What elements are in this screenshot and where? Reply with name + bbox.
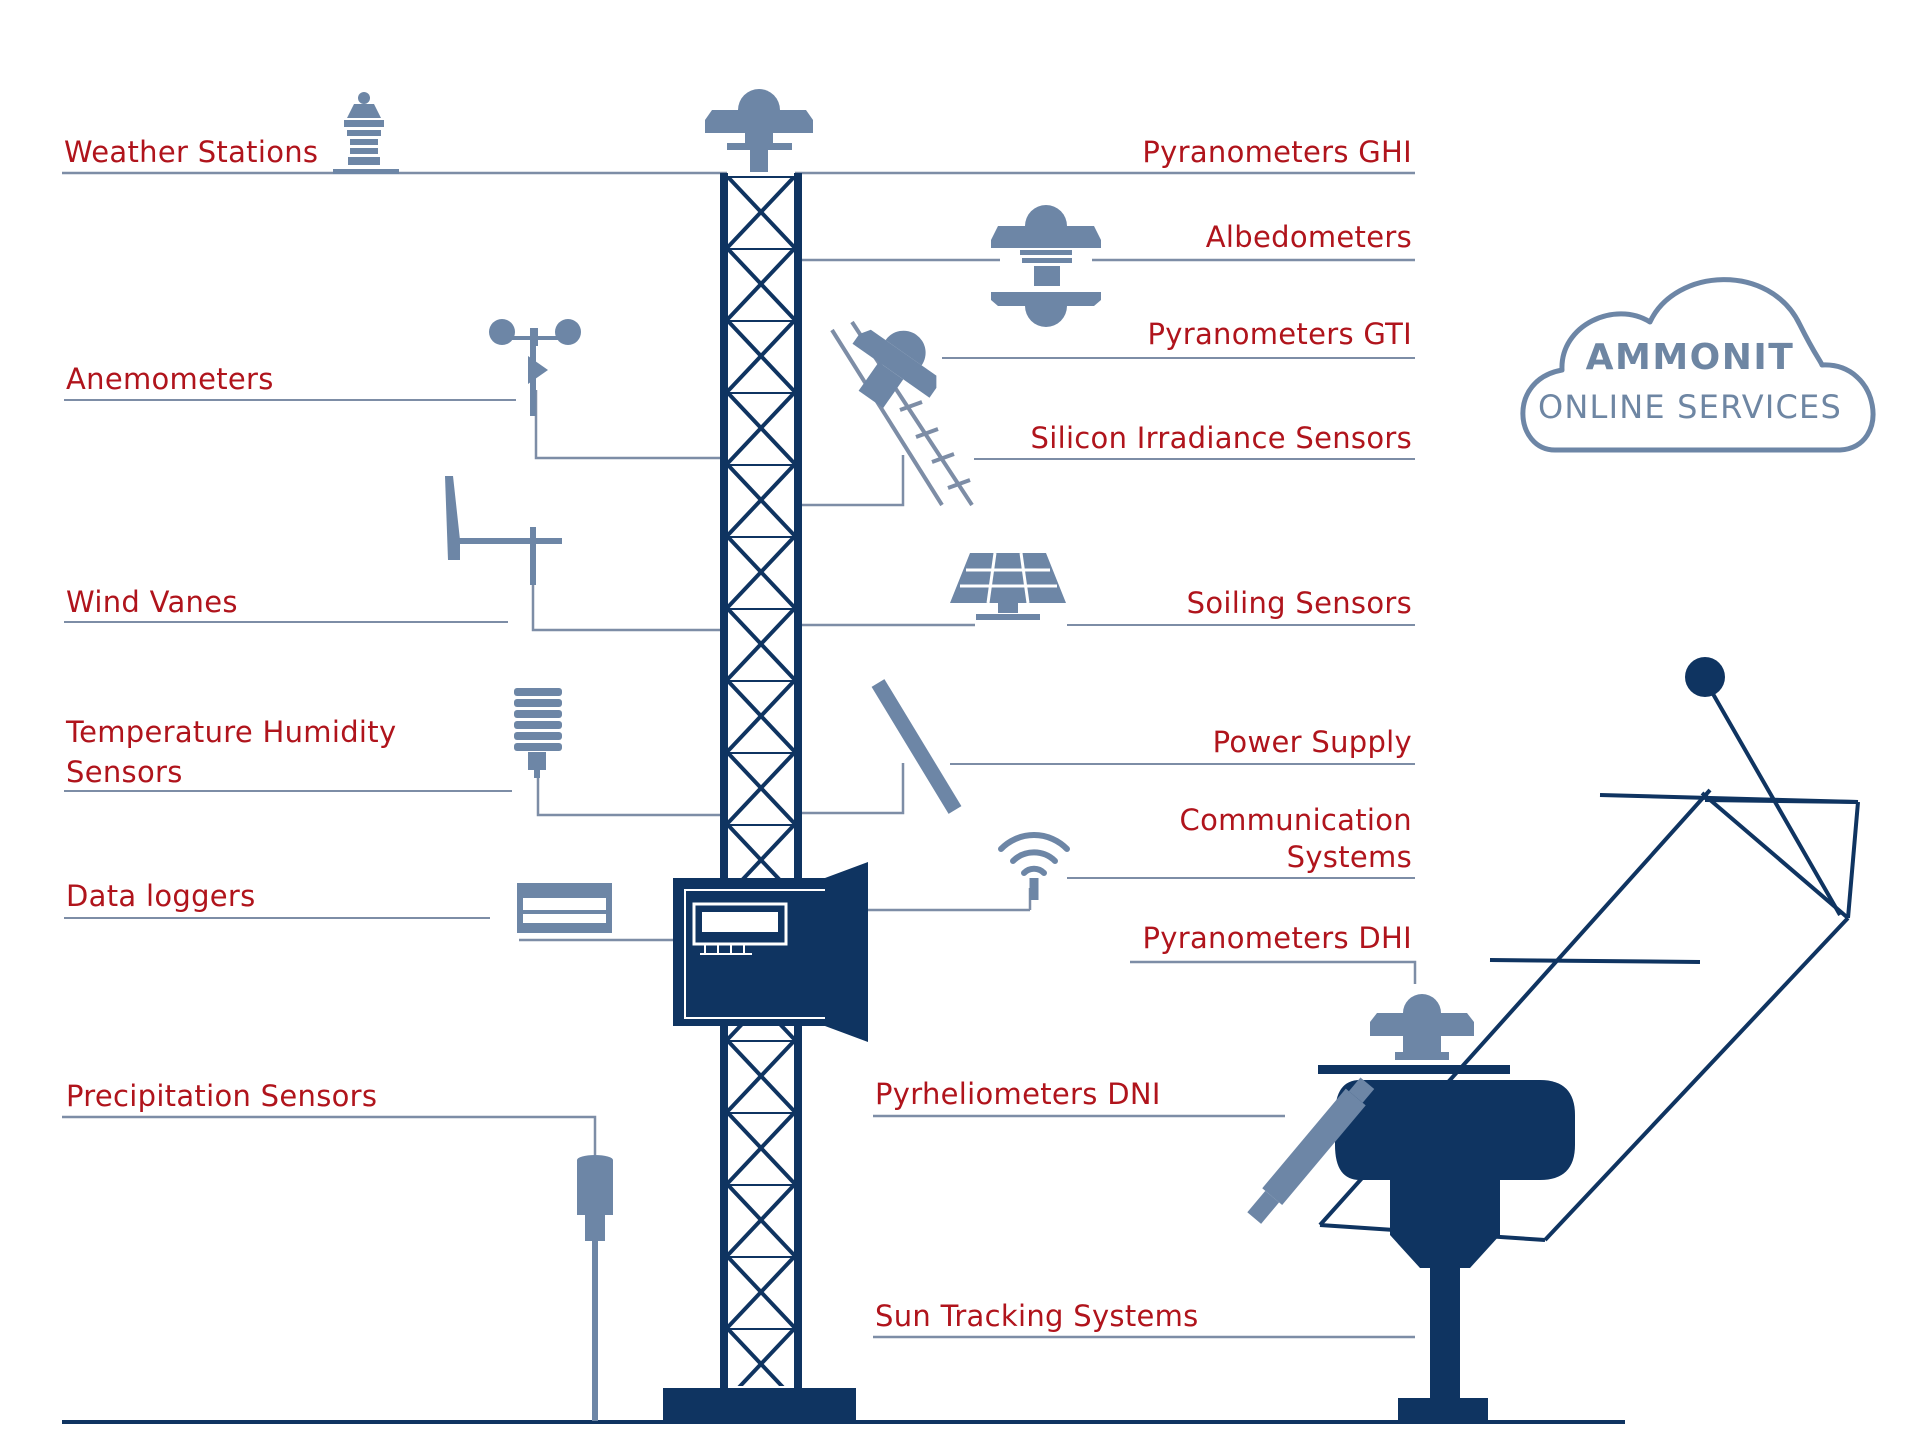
label-weather-stations: Weather Stations (64, 135, 319, 169)
label-power-supply: Power Supply (1212, 725, 1412, 759)
underline-data-loggers (64, 917, 490, 919)
underline-communication (1067, 877, 1415, 879)
sun-tracker-icon (1247, 657, 1860, 1420)
label-soiling-sensors: Soiling Sensors (1186, 586, 1412, 620)
label-communication-line2: Systems (1286, 840, 1412, 874)
data-logger-device-icon (517, 883, 612, 933)
power-panel-icon (871, 679, 962, 814)
underline-anemometers (64, 399, 516, 401)
label-pyranometers-dhi: Pyranometers DHI (1142, 921, 1412, 955)
rain-gauge-icon (577, 1155, 613, 1421)
label-temperature-humidity-line1: Temperature Humidity (66, 715, 397, 749)
tilted-pyranometer-icon (830, 320, 974, 507)
cloud-icon (1520, 277, 1876, 453)
label-temperature-humidity-line2: Sensors (66, 755, 183, 789)
underline-power-supply (950, 763, 1415, 765)
underline-soiling (1067, 624, 1415, 626)
weather-station-icon (333, 92, 399, 174)
data-logger-cabinet (673, 862, 868, 1042)
anemometer-icon (489, 319, 581, 416)
underline-silicon-irradiance (974, 458, 1415, 460)
wind-vane-icon (445, 476, 562, 585)
label-sun-tracking-systems: Sun Tracking Systems (875, 1299, 1199, 1333)
label-wind-vanes: Wind Vanes (66, 585, 238, 619)
solar-panel-icon (950, 552, 1066, 620)
label-anemometers: Anemometers (66, 362, 274, 396)
label-pyranometers-ghi: Pyranometers GHI (1142, 135, 1412, 169)
label-silicon-irradiance-sensors: Silicon Irradiance Sensors (1030, 421, 1412, 455)
label-precipitation-sensors: Precipitation Sensors (66, 1079, 378, 1113)
lattice-mast (663, 173, 856, 1420)
label-pyranometers-gti: Pyranometers GTI (1147, 317, 1412, 351)
underline-pyranometers-gti (942, 357, 1415, 359)
label-communication-line1: Communication (1179, 803, 1412, 837)
underline-weather-stations (62, 172, 310, 174)
pyranometer-ghi-icon (705, 89, 813, 172)
label-data-loggers: Data loggers (66, 879, 256, 913)
underline-wind-vanes (64, 621, 508, 623)
wifi-antenna-icon (998, 832, 1070, 900)
cloud-tagline-text: ONLINE SERVICES (1538, 388, 1842, 426)
temp-humidity-sensor-icon (514, 688, 562, 778)
label-pyrheliometers-dni: Pyrheliometers DNI (875, 1077, 1161, 1111)
mast-foundation (663, 1388, 856, 1420)
cloud-brand-text: AMMONIT (1585, 337, 1795, 378)
albedometer-icon (991, 205, 1101, 327)
label-albedometers: Albedometers (1205, 220, 1412, 254)
underline-temperature-humidity (64, 790, 512, 792)
